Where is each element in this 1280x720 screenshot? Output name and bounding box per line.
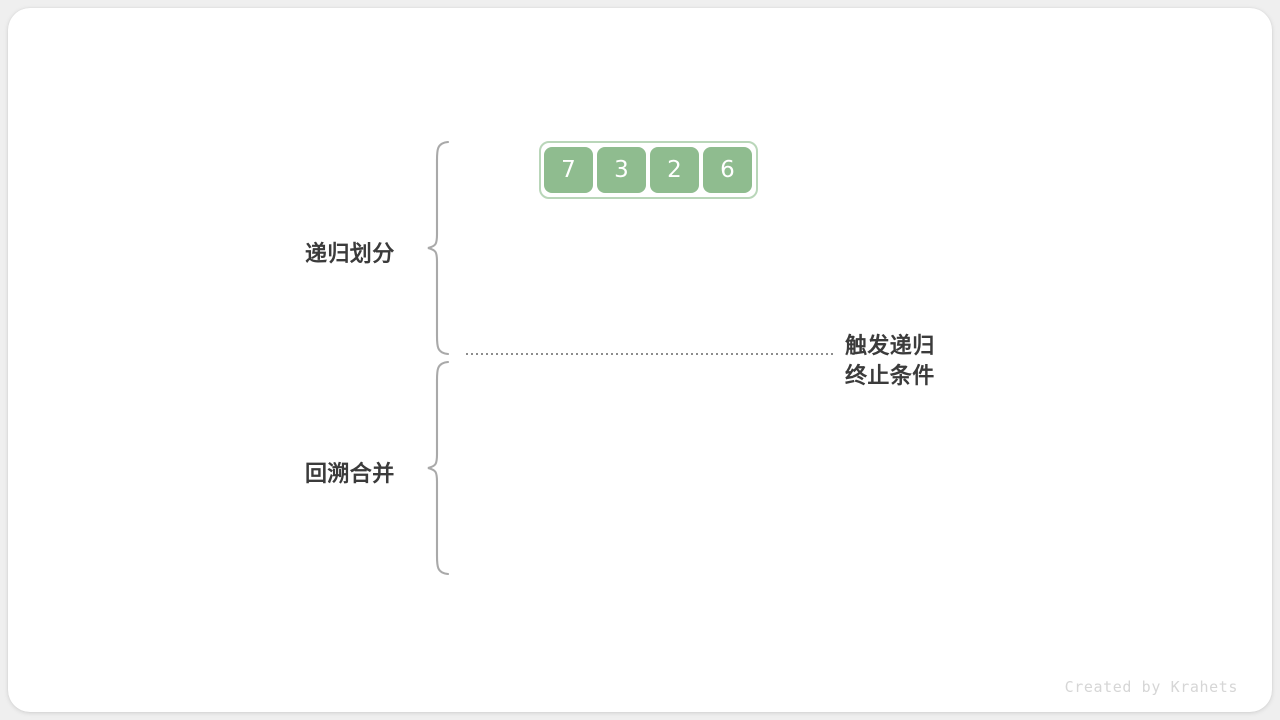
array-cell: 3 xyxy=(597,147,646,193)
section-label-merge: 回溯合并 xyxy=(305,461,395,486)
merge-brace xyxy=(427,360,450,576)
input-array: 7 3 2 6 xyxy=(539,141,758,199)
section-label-divide: 递归划分 xyxy=(305,241,395,266)
array-cell: 6 xyxy=(703,147,752,193)
array-cell: 7 xyxy=(544,147,593,193)
annotation-line-1: 触发递归 xyxy=(845,333,935,358)
figure-card xyxy=(8,8,1272,712)
termination-annotation: 触发递归 终止条件 xyxy=(845,331,935,391)
divide-brace xyxy=(427,140,450,356)
array-cell: 2 xyxy=(650,147,699,193)
annotation-line-2: 终止条件 xyxy=(845,363,935,388)
recursion-boundary-line xyxy=(466,353,836,355)
watermark-credit: Created by Krahets xyxy=(1064,678,1238,696)
